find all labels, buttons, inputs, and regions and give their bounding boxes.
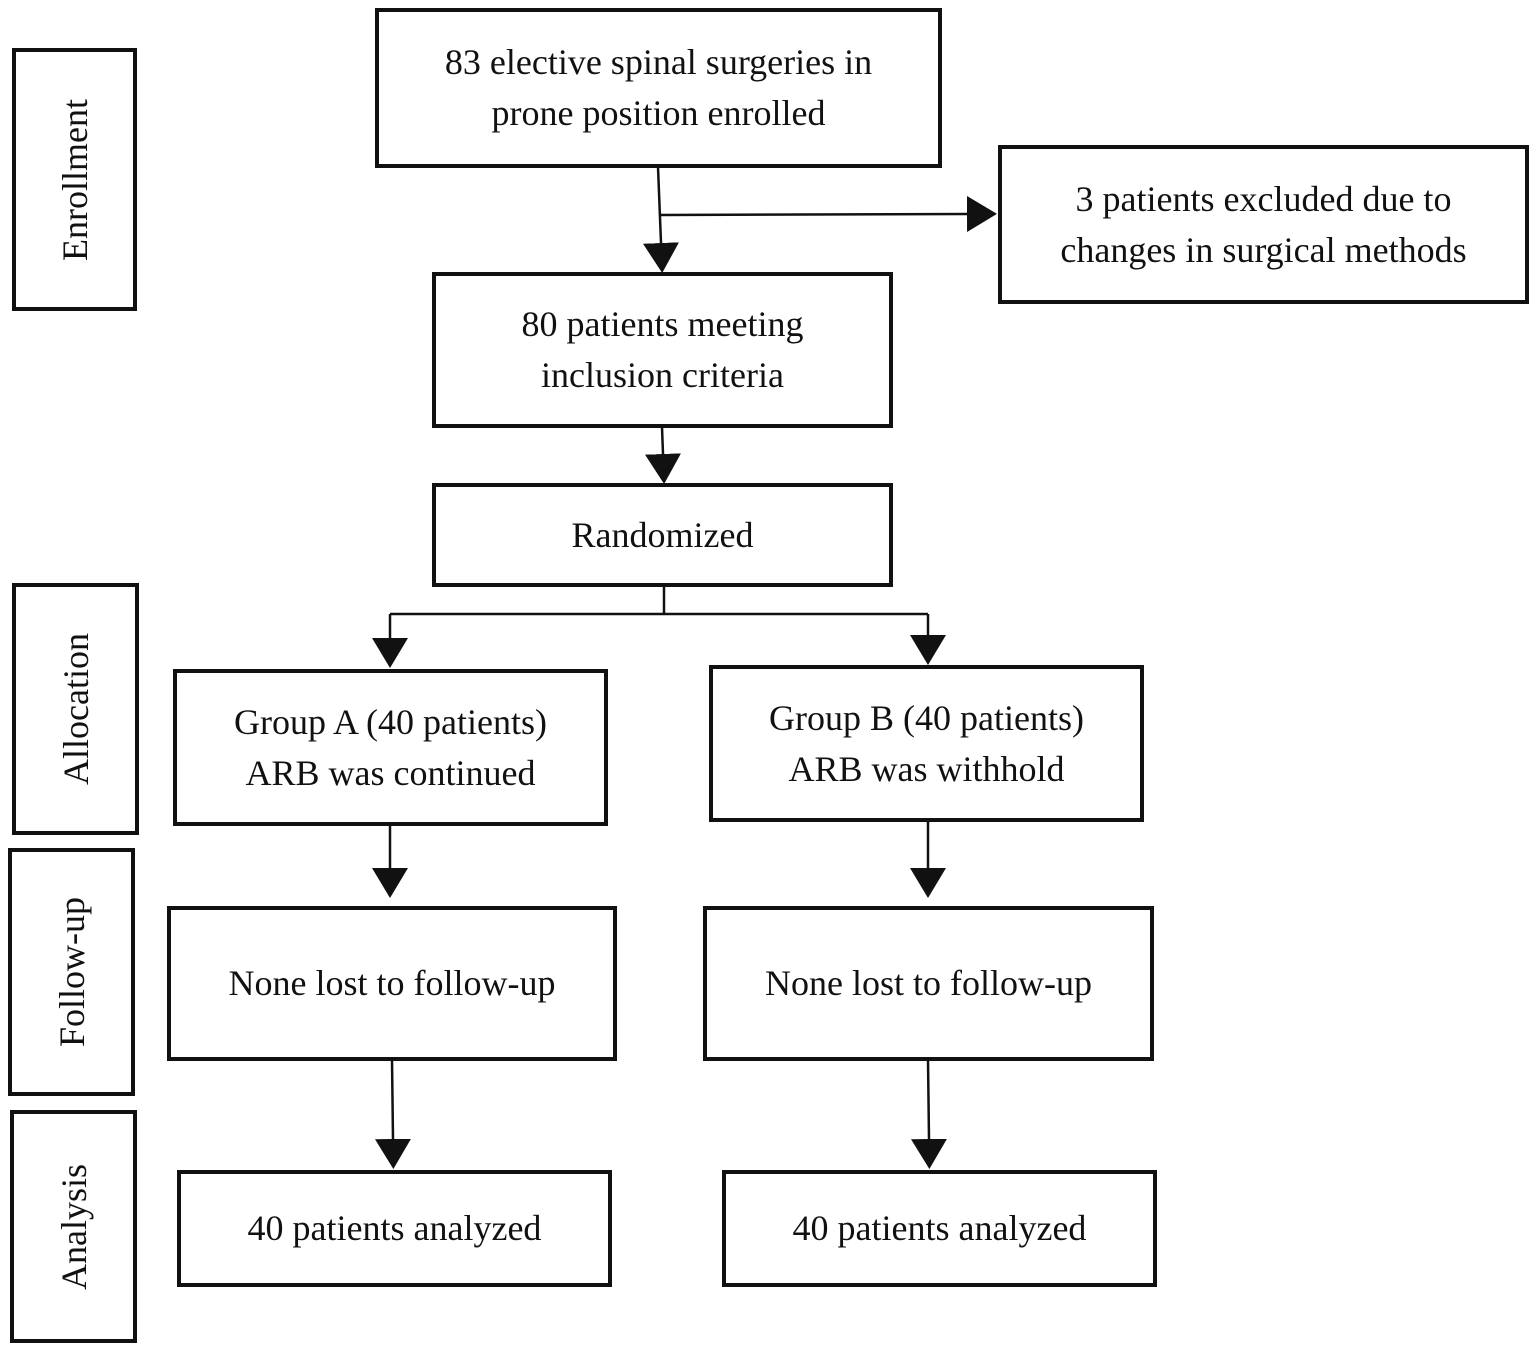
- arrow-followup-a-to-analysis-a: [375, 1059, 411, 1169]
- stage-followup-label: Follow-up: [51, 896, 92, 1048]
- group-b-box: Group B (40 patients) ARB was withhold: [709, 665, 1144, 822]
- group-a-box: Group A (40 patients) ARB was continued: [173, 669, 608, 826]
- enrolled-box: 83 elective spinal surgeries in prone po…: [375, 8, 942, 168]
- followup-b-box: None lost to follow-up: [703, 906, 1154, 1061]
- arrow-followup-b-to-analysis-b: [911, 1059, 947, 1169]
- followup-b-label: None lost to follow-up: [765, 963, 1092, 1003]
- excluded-line-1: 3 patients excluded due to: [1075, 178, 1452, 219]
- stage-enrollment: Enrollment: [12, 48, 137, 311]
- stage-analysis-label: Analysis: [53, 1163, 94, 1290]
- analysis-b-box: 40 patients analyzed: [722, 1170, 1157, 1287]
- stage-analysis: Analysis: [10, 1110, 137, 1343]
- enrolled-line-1: 83 elective spinal surgeries in: [444, 42, 873, 82]
- enrolled-line-2: prone position enrolled: [491, 93, 826, 133]
- excluded-box: 3 patients excluded due to changes in su…: [998, 145, 1529, 304]
- analysis-b-label: 40 patients analyzed: [792, 1208, 1087, 1248]
- inclusion-line-1: 80 patients meeting: [521, 304, 804, 344]
- group-a-line-2: ARB was continued: [245, 752, 536, 793]
- arrow-enrolled-to-inclusion: [643, 166, 679, 273]
- randomized-label: Randomized: [571, 514, 754, 555]
- randomized-box: Randomized: [432, 483, 893, 587]
- stage-allocation-label: Allocation: [55, 633, 96, 785]
- group-a-line-1: Group A (40 patients): [234, 701, 547, 742]
- group-b-line-1: Group B (40 patients): [769, 697, 1084, 738]
- analysis-a-label: 40 patients analyzed: [247, 1208, 542, 1248]
- analysis-a-box: 40 patients analyzed: [177, 1170, 612, 1287]
- group-b-line-2: ARB was withhold: [788, 748, 1065, 789]
- inclusion-box: 80 patients meeting inclusion criteria: [432, 272, 893, 428]
- excluded-line-2: changes in surgical methods: [1060, 229, 1467, 270]
- inclusion-line-2: inclusion criteria: [541, 355, 784, 395]
- stage-allocation: Allocation: [12, 583, 139, 835]
- followup-a-box: None lost to follow-up: [167, 906, 617, 1061]
- arrow-inclusion-to-randomized: [645, 426, 681, 484]
- stage-followup: Follow-up: [8, 848, 135, 1096]
- followup-a-label: None lost to follow-up: [228, 963, 556, 1003]
- arrow-to-excluded: [659, 196, 997, 232]
- stage-enrollment-label: Enrollment: [54, 98, 95, 261]
